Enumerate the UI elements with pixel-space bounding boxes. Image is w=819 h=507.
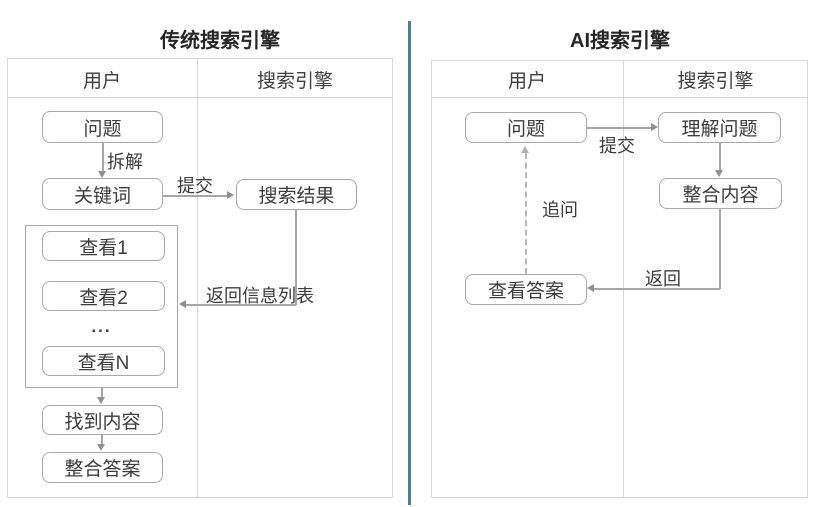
node-view-1: 查看1 bbox=[42, 231, 165, 261]
left-swimlane-frame bbox=[7, 58, 393, 498]
right-lane-header-user: 用户 bbox=[507, 71, 546, 92]
node-found-content: 找到内容 bbox=[42, 405, 163, 435]
right-diagram-title: AI搜索引擎 bbox=[570, 30, 670, 52]
node-view-answer: 查看答案 bbox=[465, 274, 587, 305]
edge-label-decompose: 拆解 bbox=[107, 152, 143, 172]
arrow-group-to-found-line bbox=[101, 388, 103, 398]
right-lane-header-engine: 搜索引擎 bbox=[677, 71, 754, 92]
right-swimlane-frame bbox=[431, 60, 808, 498]
edge-label-follow-up: 追问 bbox=[542, 200, 578, 220]
view-list-group bbox=[25, 225, 178, 388]
right-header-divider bbox=[432, 97, 807, 98]
arrow-submit-left-line bbox=[163, 195, 227, 197]
left-diagram-title: 传统搜索引擎 bbox=[160, 30, 280, 52]
arrow-return-head-icon bbox=[587, 284, 594, 292]
node-view-n: 查看N bbox=[42, 346, 165, 376]
node-integrate-content: 整合内容 bbox=[659, 178, 782, 209]
arrow-found-to-integrate-head-icon bbox=[97, 444, 105, 451]
node-question: 问题 bbox=[42, 111, 163, 143]
edge-label-return: 返回 bbox=[645, 269, 681, 289]
arrow-decompose-head-icon bbox=[98, 171, 106, 178]
node-integrate-answer: 整合答案 bbox=[42, 452, 163, 483]
arrow-return-list-hline bbox=[186, 304, 296, 306]
left-lane-divider bbox=[197, 58, 198, 498]
arrow-follow-up-head-icon bbox=[521, 146, 529, 153]
arrow-return-vline bbox=[719, 209, 721, 289]
right-lane-divider bbox=[623, 60, 624, 498]
view-list-ellipsis: ... bbox=[91, 317, 112, 336]
node-view-2: 查看2 bbox=[42, 281, 165, 311]
node-search-results: 搜索结果 bbox=[236, 179, 357, 210]
edge-label-submit-left: 提交 bbox=[177, 176, 213, 196]
arrow-return-hline bbox=[594, 288, 720, 290]
arrow-return-list-vline bbox=[295, 210, 297, 305]
arrow-submit-right-line bbox=[587, 127, 651, 129]
left-lane-header-engine: 搜索引擎 bbox=[256, 71, 333, 92]
edge-label-return-list: 返回信息列表 bbox=[206, 286, 314, 306]
arrow-return-list-head-icon bbox=[179, 300, 186, 308]
arrow-decompose-line bbox=[102, 143, 104, 172]
arrow-found-to-integrate-line bbox=[101, 435, 103, 445]
left-header-divider bbox=[8, 97, 392, 98]
left-lane-header-user: 用户 bbox=[82, 71, 121, 92]
arrow-submit-left-head-icon bbox=[227, 191, 234, 199]
arrow-follow-up-dashed-line bbox=[525, 153, 527, 274]
panel-separator bbox=[408, 21, 411, 505]
node-ai-question: 问题 bbox=[465, 112, 587, 143]
node-understand-question: 理解问题 bbox=[658, 112, 781, 143]
arrow-group-to-found-head-icon bbox=[97, 397, 105, 404]
arrow-submit-right-head-icon bbox=[651, 123, 658, 131]
edge-label-submit-right: 提交 bbox=[599, 136, 635, 156]
node-keywords: 关键词 bbox=[42, 178, 163, 210]
arrow-understand-to-integrate-head-icon bbox=[715, 170, 723, 177]
arrow-understand-to-integrate-line bbox=[719, 143, 721, 171]
